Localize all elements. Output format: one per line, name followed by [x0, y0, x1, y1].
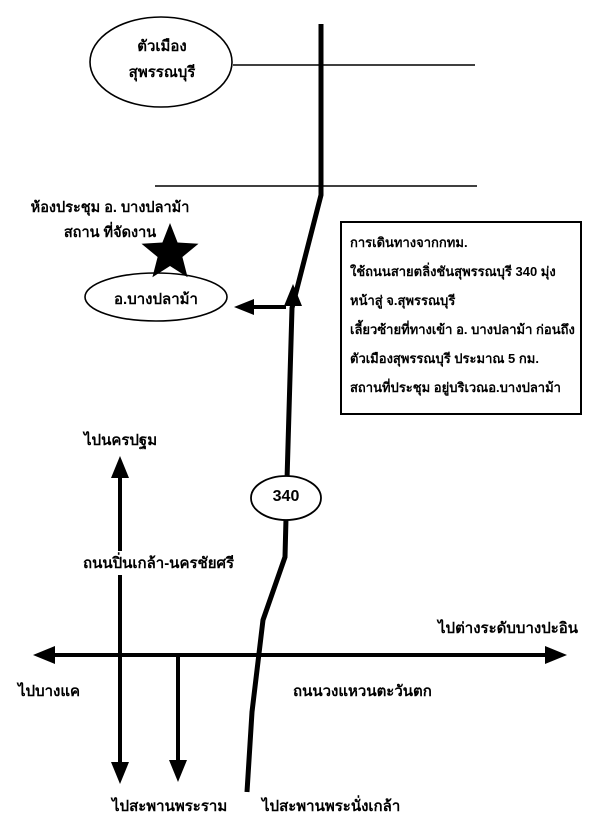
- venue-label-line2: สถาน ที่จัดงาน: [63, 225, 157, 241]
- route-badge-label: 340: [272, 488, 300, 505]
- label-west-ring-road: ถนนวงแหวนตะวันตก: [293, 683, 432, 700]
- label-pinklao-road: ถนนปิ่นเกล้า-นครชัยศรี: [80, 551, 238, 575]
- label-to-nakhon-pathom: ไปนครปฐม: [84, 432, 158, 449]
- rama-bridge-down-arrow: [169, 760, 187, 782]
- info-line-3: หน้าสู่ จ.สุพรรณบุรี: [350, 293, 456, 308]
- district-entry-arrow-head: [234, 299, 254, 315]
- info-line-6: สถานที่ประชุม อยู่บริเวณอ.บางปลาม้า: [350, 380, 561, 395]
- road-up-arrow: [284, 284, 302, 306]
- city-oval-label: ตัวเมือง สุพรรณบุรี: [92, 34, 232, 86]
- district-oval: [84, 272, 228, 322]
- route-badge-oval: [250, 475, 322, 521]
- pinklao-down-arrow: [111, 762, 129, 784]
- district-oval-label: อ.บางปลาม้า: [114, 291, 198, 308]
- directions-info-box: การเดินทางจากกทม. ใช้ถนนสายตลิ่งชันสุพรร…: [340, 221, 582, 415]
- ring-road-left-arrow: [33, 646, 55, 664]
- info-line-1: การเดินทางจากกทม.: [350, 235, 468, 250]
- venue-label-line1: ห้องประชุม อ. บางปลาม้า: [30, 200, 190, 216]
- label-to-bang-pa-in: ไปต่างระดับบางปะอิน: [438, 620, 579, 637]
- label-to-bang-khae: ไปบางแค: [18, 683, 81, 700]
- pinklao-up-arrow: [111, 456, 129, 478]
- info-line-2: ใช้ถนนสายตลิ่งชันสุพรรณบุรี 340 มุ่ง: [350, 264, 556, 279]
- city-oval-label-line2: สุพรรณบุรี: [128, 64, 196, 81]
- label-to-phra-nangklao-bridge: ไปสะพานพระนั่งเกล้า: [262, 798, 401, 815]
- venue-star-icon: [141, 223, 199, 278]
- city-oval-label-line1: ตัวเมือง: [137, 38, 187, 55]
- highway-340-road: [244, 24, 324, 793]
- city-oval: [89, 16, 233, 108]
- info-line-5: ตัวเมืองสุพรรณบุรี ประมาณ 5 กม.: [350, 351, 539, 366]
- info-line-4: เลี้ยวซ้ายที่ทางเข้า อ. บางปลาม้า ก่อนถึ…: [350, 322, 575, 337]
- venue-label: ห้องประชุม อ. บางปลาม้า สถาน ที่จัดงาน: [18, 196, 202, 246]
- ring-road-right-arrow: [545, 646, 567, 664]
- label-to-rama-bridge: ไปสะพานพระราม: [112, 798, 228, 815]
